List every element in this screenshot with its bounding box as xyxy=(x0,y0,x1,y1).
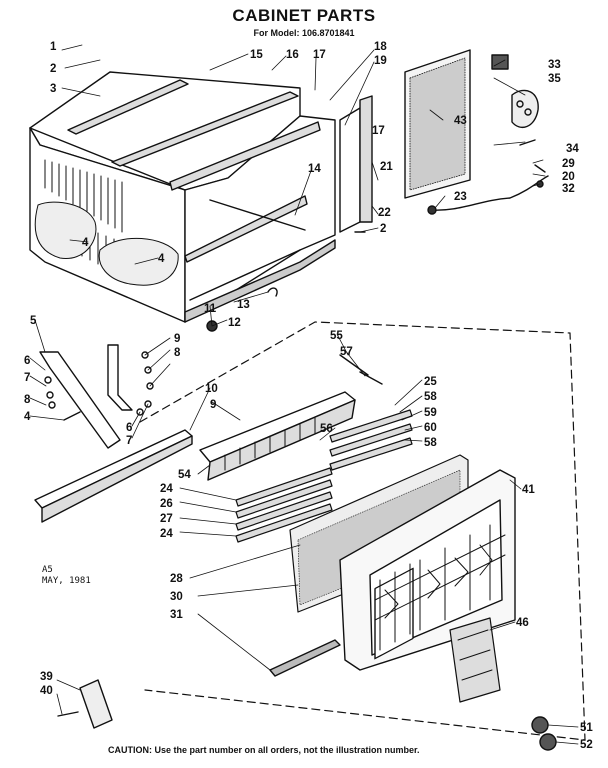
callout: 33 xyxy=(548,59,561,71)
callout: 9 xyxy=(210,399,216,411)
support-brackets xyxy=(34,344,193,523)
callout: 31 xyxy=(170,609,183,621)
front-grille xyxy=(339,469,516,671)
callout: 3 xyxy=(50,83,56,95)
callout: 24 xyxy=(160,483,173,495)
callout: 12 xyxy=(228,317,241,329)
callout: 6 xyxy=(126,422,132,434)
callout: 29 xyxy=(562,158,575,170)
control-panel xyxy=(199,391,356,481)
callout: 7 xyxy=(24,372,30,384)
stamp-date: MAY, 1981 xyxy=(42,576,91,586)
callout: 30 xyxy=(170,591,183,603)
revision-stamp: A5 MAY, 1981 xyxy=(42,565,91,587)
callout: 4 xyxy=(158,253,165,265)
callout: 35 xyxy=(548,73,561,85)
cabinet-shell xyxy=(29,71,336,323)
callout: 8 xyxy=(24,394,31,406)
callout: 59 xyxy=(424,407,437,419)
callout: 22 xyxy=(378,207,391,219)
callout: 32 xyxy=(562,183,575,195)
callout: 43 xyxy=(454,115,467,127)
callout: 54 xyxy=(178,469,191,481)
callout: 9 xyxy=(174,333,180,345)
grille-strips xyxy=(235,409,413,543)
callout: 34 xyxy=(566,143,579,155)
callout: 55 xyxy=(330,330,343,342)
callout: 7 xyxy=(126,435,132,447)
callout: 28 xyxy=(170,573,183,585)
callout: 52 xyxy=(580,739,593,751)
callout: 19 xyxy=(374,55,387,67)
callout: 8 xyxy=(174,347,181,359)
stamp-code: A5 xyxy=(42,565,53,575)
callout: 2 xyxy=(50,63,56,75)
callout: 57 xyxy=(340,346,353,358)
page-title: CABINET PARTS xyxy=(232,6,376,25)
callout: 58 xyxy=(424,391,437,403)
callout: 23 xyxy=(454,191,467,203)
callout: 40 xyxy=(40,685,53,697)
callout: 5 xyxy=(30,315,37,327)
callout: 11 xyxy=(204,303,217,315)
callout: 17 xyxy=(372,125,385,137)
callout: 20 xyxy=(562,171,575,183)
callout: 17 xyxy=(313,49,326,61)
callout: 18 xyxy=(374,41,387,53)
callout: 26 xyxy=(160,498,173,510)
callout: 2 xyxy=(380,223,386,235)
callout: 6 xyxy=(24,355,30,367)
callout: 39 xyxy=(40,671,53,683)
callout: 51 xyxy=(580,722,593,734)
front-frame xyxy=(339,95,373,233)
callout-labels: 1 2 3 15 16 17 18 19 33 35 17 43 34 29 2… xyxy=(24,41,593,751)
callout: 4 xyxy=(24,411,31,423)
callout: 1 xyxy=(50,41,57,53)
model-number: For Model: 106.8701841 xyxy=(253,28,355,38)
callout: 21 xyxy=(380,161,393,173)
callout: 10 xyxy=(205,383,218,395)
callout: 4 xyxy=(82,237,89,249)
callout: 41 xyxy=(522,484,535,496)
callout: 46 xyxy=(516,617,529,629)
callout: 56 xyxy=(320,423,333,435)
caution-note: CAUTION: Use the part number on all orde… xyxy=(108,745,420,755)
callout: 24 xyxy=(160,528,173,540)
callout: 60 xyxy=(424,422,437,434)
callout: 13 xyxy=(237,299,250,311)
callout: 25 xyxy=(424,376,437,388)
callout: 14 xyxy=(308,163,321,175)
callout: 27 xyxy=(160,513,173,525)
callout: 16 xyxy=(286,49,299,61)
callout: 58 xyxy=(424,437,437,449)
callout: 15 xyxy=(250,49,263,61)
filter-panel xyxy=(404,49,471,199)
